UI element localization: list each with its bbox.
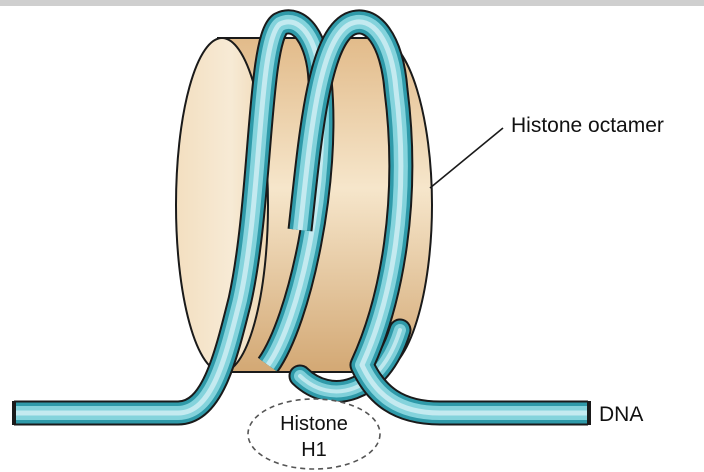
histone-h1-label-line1: Histone	[280, 413, 348, 435]
dna-right-end-cap	[587, 401, 591, 425]
histone-octamer-label: Histone octamer	[511, 114, 664, 137]
dna-label: DNA	[599, 403, 643, 426]
octamer-leader-line	[430, 128, 503, 188]
dna-left-end-cap	[12, 401, 16, 425]
histone-h1-label-line2: H1	[301, 439, 327, 461]
